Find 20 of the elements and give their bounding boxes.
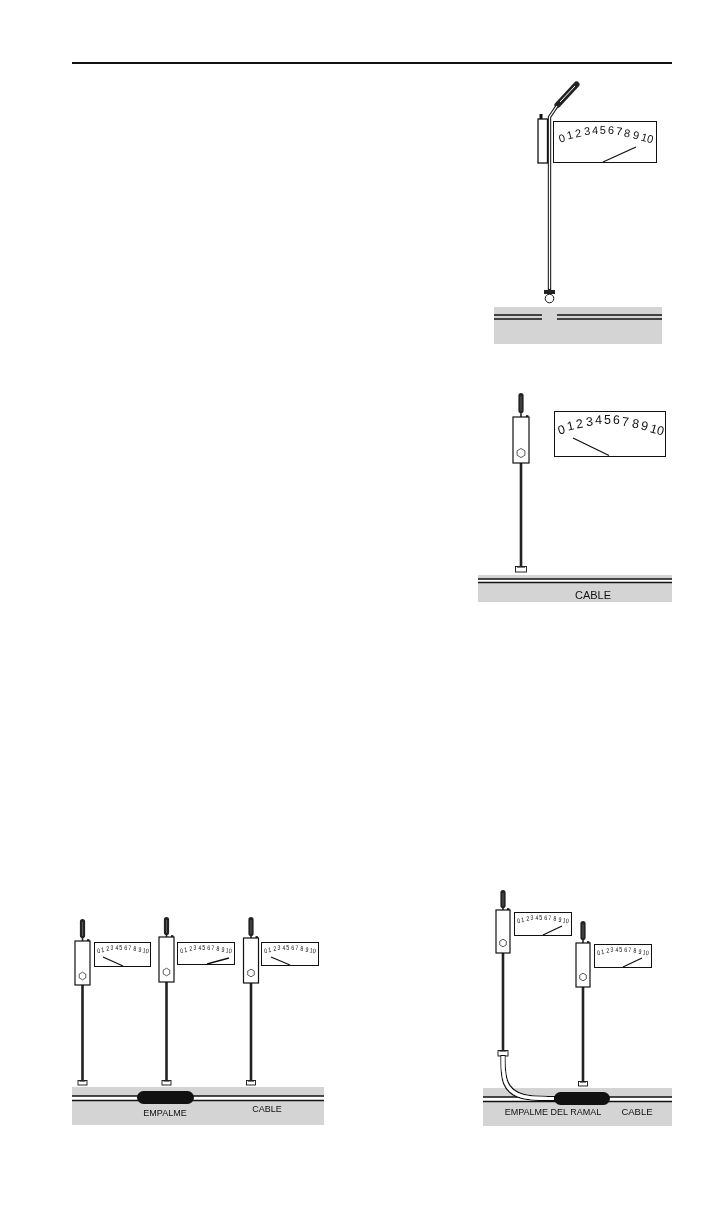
meter-face <box>554 411 666 457</box>
meter-face <box>514 912 572 936</box>
ground-band <box>494 307 662 344</box>
meter-face <box>594 944 652 968</box>
probe-drawing <box>496 888 510 1056</box>
dial-scale: 0 1 2 3 4 5 6 7 8 9 10 <box>558 414 664 437</box>
cable-label: CABLE <box>252 1104 282 1114</box>
meter-face <box>177 942 235 965</box>
meter-face <box>261 942 319 966</box>
ground-band <box>478 575 672 602</box>
meter-face <box>94 942 151 967</box>
splice-label: EMPALME DEL RAMAL <box>504 1107 602 1117</box>
cable-label: CABLE <box>574 589 612 601</box>
splice-label: EMPALME <box>143 1108 187 1118</box>
ground-band <box>483 1088 672 1126</box>
meter-face <box>553 121 657 163</box>
ground-band <box>72 1087 324 1125</box>
branch-cable <box>501 1056 554 1101</box>
cable-label: CABLE <box>621 1107 653 1117</box>
dial-scale: 0 1 2 3 4 5 6 7 8 9 10 <box>559 125 653 144</box>
